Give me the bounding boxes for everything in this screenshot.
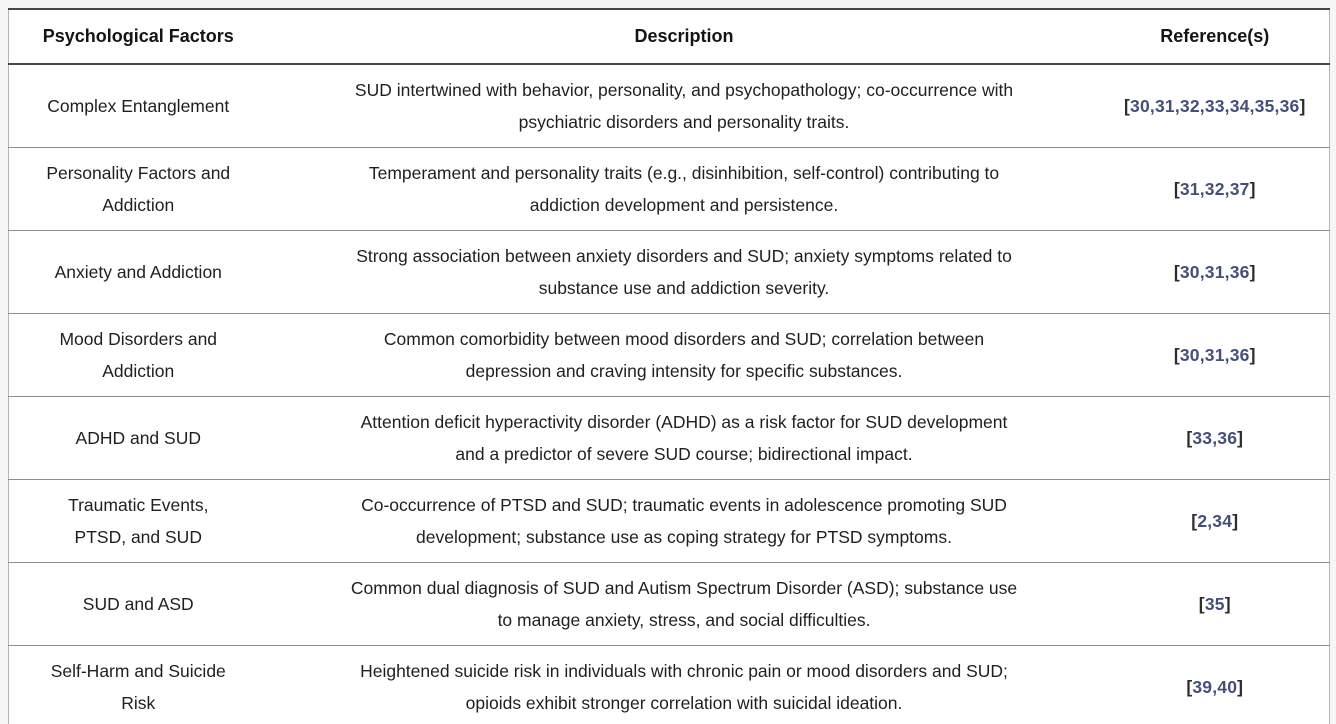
references-cell: [33,36] bbox=[1100, 396, 1330, 480]
description-cell: Common dual diagnosis of SUD and Autism … bbox=[267, 562, 1101, 646]
table-row: Self-Harm and Suicide Risk Heightened su… bbox=[8, 645, 1330, 724]
factor-cell: Mood Disorders and Addiction bbox=[8, 313, 268, 397]
reference-links[interactable]: 2,34 bbox=[1197, 511, 1233, 531]
reference-links[interactable]: 39,40 bbox=[1192, 677, 1238, 697]
reference-links[interactable]: 33,36 bbox=[1192, 428, 1238, 448]
ref-bracket-open: [ bbox=[1186, 677, 1193, 697]
table-row: Personality Factors and Addiction Temper… bbox=[8, 147, 1330, 231]
ref-bracket-open: [ bbox=[1124, 96, 1131, 116]
ref-bracket-close: ] bbox=[1232, 511, 1239, 531]
references-cell: [39,40] bbox=[1100, 645, 1330, 724]
ref-bracket-close: ] bbox=[1249, 179, 1256, 199]
description-cell: Common comorbidity between mood disorder… bbox=[267, 313, 1101, 397]
table-body: Complex Entanglement SUD intertwined wit… bbox=[8, 64, 1330, 724]
factor-cell: Traumatic Events, PTSD, and SUD bbox=[8, 479, 268, 563]
ref-bracket-close: ] bbox=[1237, 428, 1244, 448]
table-row: Mood Disorders and Addiction Common como… bbox=[8, 313, 1330, 397]
reference-links[interactable]: 35 bbox=[1204, 594, 1225, 614]
table-row: SUD and ASD Common dual diagnosis of SUD… bbox=[8, 562, 1330, 646]
references-cell: [2,34] bbox=[1100, 479, 1330, 563]
reference-links[interactable]: 31,32,37 bbox=[1179, 179, 1250, 199]
description-cell: SUD intertwined with behavior, personali… bbox=[267, 64, 1101, 148]
header-row: Psychological Factors Description Refere… bbox=[8, 9, 1330, 65]
description-cell: Co-occurrence of PTSD and SUD; traumatic… bbox=[267, 479, 1101, 563]
reference-links[interactable]: 30,31,36 bbox=[1179, 345, 1250, 365]
factor-cell: Complex Entanglement bbox=[8, 64, 268, 148]
description-cell: Heightened suicide risk in individuals w… bbox=[267, 645, 1101, 724]
description-cell: Temperament and personality traits (e.g.… bbox=[267, 147, 1101, 231]
factor-cell: SUD and ASD bbox=[8, 562, 268, 646]
table-row: Anxiety and Addiction Strong association… bbox=[8, 230, 1330, 314]
reference-links[interactable]: 30,31,36 bbox=[1179, 262, 1250, 282]
ref-bracket-open: [ bbox=[1173, 262, 1180, 282]
factor-cell: Anxiety and Addiction bbox=[8, 230, 268, 314]
col-header-description: Description bbox=[267, 9, 1101, 65]
references-cell: [30,31,32,33,34,35,36] bbox=[1100, 64, 1330, 148]
ref-bracket-close: ] bbox=[1249, 345, 1256, 365]
ref-bracket-close: ] bbox=[1249, 262, 1256, 282]
col-header-references: Reference(s) bbox=[1100, 9, 1330, 65]
ref-bracket-close: ] bbox=[1299, 96, 1306, 116]
references-cell: [30,31,36] bbox=[1100, 230, 1330, 314]
psychological-factors-table: Psychological Factors Description Refere… bbox=[8, 8, 1330, 724]
col-header-psychological-factors: Psychological Factors bbox=[8, 9, 268, 65]
factor-cell: Personality Factors and Addiction bbox=[8, 147, 268, 231]
ref-bracket-open: [ bbox=[1191, 511, 1198, 531]
ref-bracket-open: [ bbox=[1173, 345, 1180, 365]
reference-links[interactable]: 30,31,32,33,34,35,36 bbox=[1130, 96, 1300, 116]
description-cell: Strong association between anxiety disor… bbox=[267, 230, 1101, 314]
ref-bracket-open: [ bbox=[1173, 179, 1180, 199]
table-row: Traumatic Events, PTSD, and SUD Co-occur… bbox=[8, 479, 1330, 563]
factor-cell: Self-Harm and Suicide Risk bbox=[8, 645, 268, 724]
references-cell: [30,31,36] bbox=[1100, 313, 1330, 397]
ref-bracket-open: [ bbox=[1198, 594, 1205, 614]
factor-cell: ADHD and SUD bbox=[8, 396, 268, 480]
references-cell: [35] bbox=[1100, 562, 1330, 646]
description-cell: Attention deficit hyperactivity disorder… bbox=[267, 396, 1101, 480]
table-row: Complex Entanglement SUD intertwined wit… bbox=[8, 64, 1330, 148]
ref-bracket-close: ] bbox=[1237, 677, 1244, 697]
table-row: ADHD and SUD Attention deficit hyperacti… bbox=[8, 396, 1330, 480]
ref-bracket-open: [ bbox=[1186, 428, 1193, 448]
references-cell: [31,32,37] bbox=[1100, 147, 1330, 231]
ref-bracket-close: ] bbox=[1224, 594, 1231, 614]
